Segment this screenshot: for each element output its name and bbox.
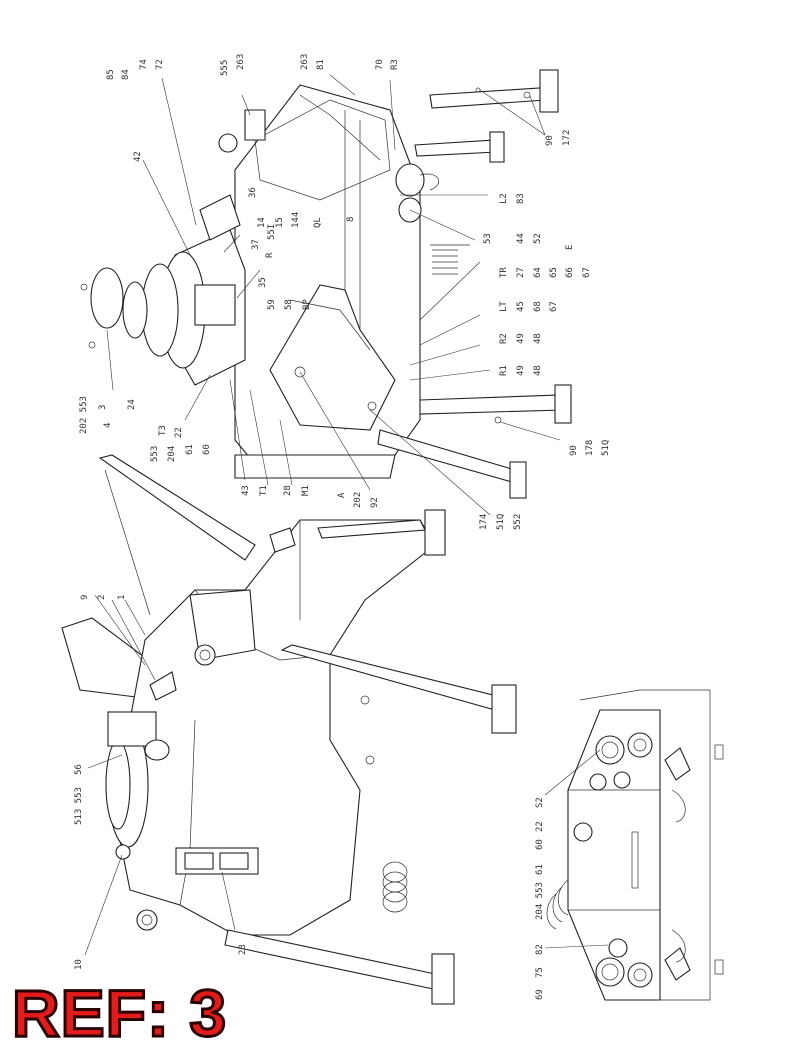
callout: 83 xyxy=(516,193,526,204)
callout: 61 xyxy=(535,864,545,875)
callout: 22 xyxy=(535,821,545,832)
callout: 42 xyxy=(133,151,143,162)
callout: 10 xyxy=(74,959,84,970)
callout: 14 xyxy=(257,217,267,228)
callouts-main-view: 9 2 1 56 513 553 10 23 xyxy=(74,595,248,970)
callout: 202 xyxy=(353,492,363,508)
callout: 92 xyxy=(370,497,380,508)
callout: 51Q xyxy=(601,440,611,456)
callout: 178 xyxy=(585,440,595,456)
callout: 37 xyxy=(251,239,261,250)
callout: 81 xyxy=(316,59,326,70)
callout: 69 xyxy=(535,989,545,1000)
callout: 552 xyxy=(513,514,523,530)
callout: 48 xyxy=(533,333,543,344)
callout: 35 xyxy=(258,277,268,288)
callout: 51Q xyxy=(496,514,506,530)
callout: 263 xyxy=(300,54,310,70)
callout: 44 xyxy=(516,233,526,244)
callout: 67 xyxy=(549,301,559,312)
callout: 144 xyxy=(291,212,301,228)
callout: 72 xyxy=(155,59,165,70)
callout: R2 xyxy=(499,333,509,344)
callouts-top-assembly: 85 84 74 72 555 263 263 81 70 R3 42 36 1… xyxy=(79,54,611,530)
callout: 4 xyxy=(103,423,113,428)
callout: 75 xyxy=(535,967,545,978)
callout: 65 xyxy=(549,267,559,278)
callout: 28 xyxy=(283,485,293,496)
callout: R xyxy=(265,252,275,258)
callout: 555 xyxy=(220,60,230,76)
callout: R3 xyxy=(390,59,400,70)
callout: 204 553 xyxy=(535,882,545,920)
callout: 74 xyxy=(139,59,149,70)
callout: 24 xyxy=(127,399,137,410)
main-assembly-view xyxy=(61,454,517,1005)
callout: 22 xyxy=(174,427,184,438)
callout: 85 xyxy=(106,69,116,80)
callout: 60 xyxy=(202,444,212,455)
callout: 15 xyxy=(275,217,285,228)
callout: 90 xyxy=(545,135,555,146)
callout: 202 553 xyxy=(79,396,89,434)
detail-view xyxy=(546,689,724,1001)
callout: 55I xyxy=(267,224,277,240)
callout: 58 xyxy=(284,299,294,310)
callout: T1 xyxy=(259,485,269,496)
callout: 90 xyxy=(569,445,579,456)
callout: A xyxy=(337,492,347,498)
callout: 174 xyxy=(479,514,489,530)
callout: 8 xyxy=(346,217,356,222)
callout: S2 xyxy=(535,797,545,808)
callout: 172 xyxy=(562,130,572,146)
callout: 1 xyxy=(117,595,127,600)
callout: 23 xyxy=(238,944,248,955)
callout: 48 xyxy=(533,365,543,376)
ref-label: REF: 3 xyxy=(10,976,228,1050)
callout: 9 xyxy=(80,595,90,600)
callout: QL xyxy=(313,217,323,228)
callout: 27 xyxy=(516,267,526,278)
leader-lines xyxy=(84,74,609,956)
callout: 2 xyxy=(97,595,107,600)
callouts-detail-view: S2 22 60 61 204 553 82 75 69 xyxy=(535,797,545,1000)
top-assembly xyxy=(80,69,572,499)
callout: 43 xyxy=(241,485,251,496)
callout: M1 xyxy=(301,485,311,496)
callout: 49 xyxy=(516,365,526,376)
callout: 53 xyxy=(483,233,493,244)
callout: 84 xyxy=(121,69,131,80)
callout: 553 xyxy=(150,446,160,462)
callout: 59 xyxy=(267,299,277,310)
callout: 67 xyxy=(582,267,592,278)
callout: L2 xyxy=(499,193,509,204)
callout: T3 xyxy=(158,425,168,436)
callout: 263 xyxy=(236,54,246,70)
callout: 82 xyxy=(535,944,545,955)
callout: 3 xyxy=(98,405,108,410)
callout: 68 xyxy=(533,301,543,312)
callout: 45 xyxy=(516,301,526,312)
callout: 60 xyxy=(535,839,545,850)
callout: 61 xyxy=(185,444,195,455)
callout: 513 553 xyxy=(74,787,84,825)
callout: 66 xyxy=(565,267,575,278)
callout: 204 xyxy=(167,446,177,462)
callout: 56 xyxy=(74,764,84,775)
callout: 52 xyxy=(533,233,543,244)
callout: LT xyxy=(499,301,509,312)
callout: 49 xyxy=(516,333,526,344)
callout: 64 xyxy=(533,267,543,278)
callout: TR xyxy=(499,267,509,278)
callout: 70 xyxy=(375,59,385,70)
callout: R1 xyxy=(499,365,509,376)
callout: BP xyxy=(302,299,312,310)
callout: 36 xyxy=(248,187,258,198)
callout: E xyxy=(565,245,575,250)
